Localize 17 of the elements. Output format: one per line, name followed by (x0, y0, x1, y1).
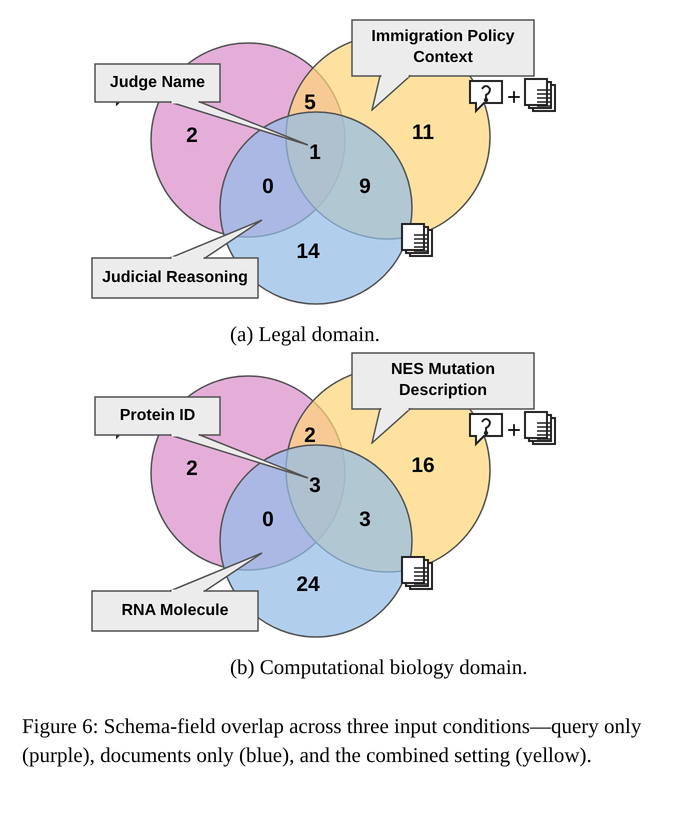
region-count: 3 (359, 508, 371, 532)
plus-sign: + (507, 417, 521, 445)
region-count: 16 (411, 454, 435, 478)
region-count: 0 (262, 175, 274, 199)
region-count: 0 (262, 508, 274, 532)
region-count: 24 (296, 573, 320, 597)
figure-caption: Figure 6: Schema-field overlap across three input conditions—query only (purple), documents only (blue), and the combined setting (yellow). (22, 713, 642, 770)
region-count: 11 (412, 121, 434, 145)
panel-caption: (a) Legal domain. (230, 322, 380, 347)
region-count: 2 (186, 124, 198, 148)
region-count: 14 (296, 240, 320, 264)
panel-caption: (b) Computational biology domain. (230, 655, 528, 680)
region-count: 9 (359, 175, 371, 199)
region-count: 3 (309, 474, 321, 498)
plus-sign: + (507, 84, 521, 112)
region-count: 1 (309, 141, 321, 165)
region-count: 2 (186, 457, 198, 481)
